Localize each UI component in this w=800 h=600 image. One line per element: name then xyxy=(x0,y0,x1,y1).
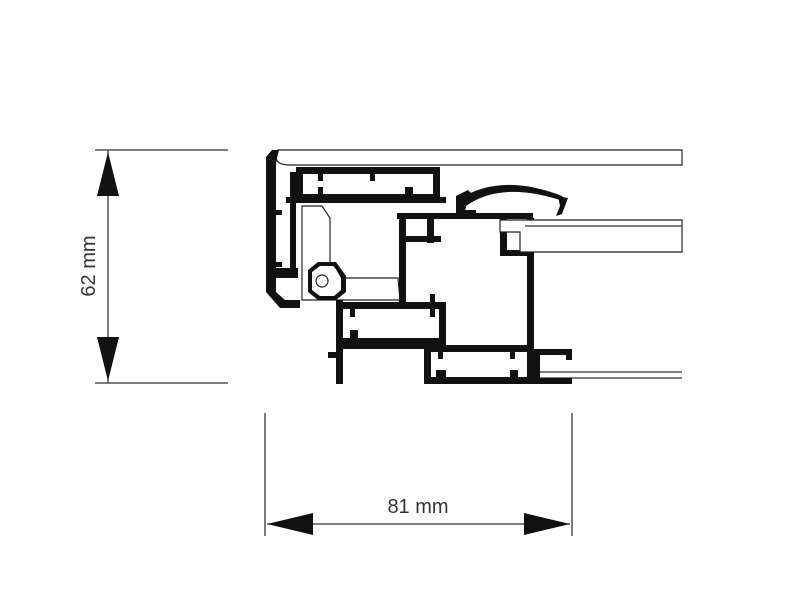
middle-chamber-rib-1 xyxy=(350,309,355,317)
central-shoulder xyxy=(500,218,507,253)
corner-cleat xyxy=(301,205,401,301)
middle-chamber-rib-3 xyxy=(350,330,358,338)
central-neck xyxy=(427,213,434,243)
central-top-cap xyxy=(397,213,437,219)
top-chamber-rib-4 xyxy=(405,187,413,194)
aluminium-profile xyxy=(266,149,683,384)
central-shoulder-foot xyxy=(500,250,534,256)
bottom-chamber-rib-4 xyxy=(510,370,518,377)
clip-hook-right xyxy=(556,196,568,216)
height-label: 62 mm xyxy=(78,235,100,296)
left-frame-inner-wall xyxy=(290,172,296,272)
top-chamber-rib-1 xyxy=(318,174,323,181)
top-chamber-rib-3 xyxy=(318,187,323,194)
glass-panel-top xyxy=(499,219,683,253)
clip-hook-left xyxy=(456,190,474,214)
middle-chamber-rib-2 xyxy=(430,309,435,317)
width-dimension: 81 mm xyxy=(264,413,573,536)
bottom-chamber-rib-1 xyxy=(438,352,443,359)
height-arrow-bottom xyxy=(97,337,119,381)
height-dimension: 62 mm xyxy=(78,149,228,384)
left-frame-tab-1 xyxy=(266,210,282,215)
curved-clip-cover xyxy=(458,184,566,206)
bottom-chamber-rib-3 xyxy=(436,370,446,377)
middle-left-foot xyxy=(328,352,340,358)
cleat-screw-hole xyxy=(315,274,329,288)
top-chamber-rib-2 xyxy=(370,174,375,181)
clip-base xyxy=(456,210,476,216)
middle-chamber-rib-4 xyxy=(430,294,435,302)
central-neck-foot xyxy=(405,236,441,242)
central-web-left xyxy=(399,214,406,304)
middle-left-leg xyxy=(336,300,343,384)
middle-chamber-box xyxy=(336,302,446,345)
width-arrow-right xyxy=(524,513,570,535)
width-arrow-left xyxy=(267,513,313,535)
top-chamber xyxy=(296,167,440,201)
top-cover-strip xyxy=(275,149,683,166)
bottom-chamber xyxy=(424,345,534,384)
top-chamber-flange xyxy=(286,197,446,203)
central-web-right xyxy=(527,218,534,383)
central-top-beam xyxy=(433,213,533,219)
bottom-chamber-rib-2 xyxy=(510,352,515,359)
left-frame-tab-2 xyxy=(266,262,282,267)
height-arrow-top xyxy=(97,152,119,196)
width-label: 81 mm xyxy=(387,496,448,518)
bottom-base-bar xyxy=(534,378,572,384)
